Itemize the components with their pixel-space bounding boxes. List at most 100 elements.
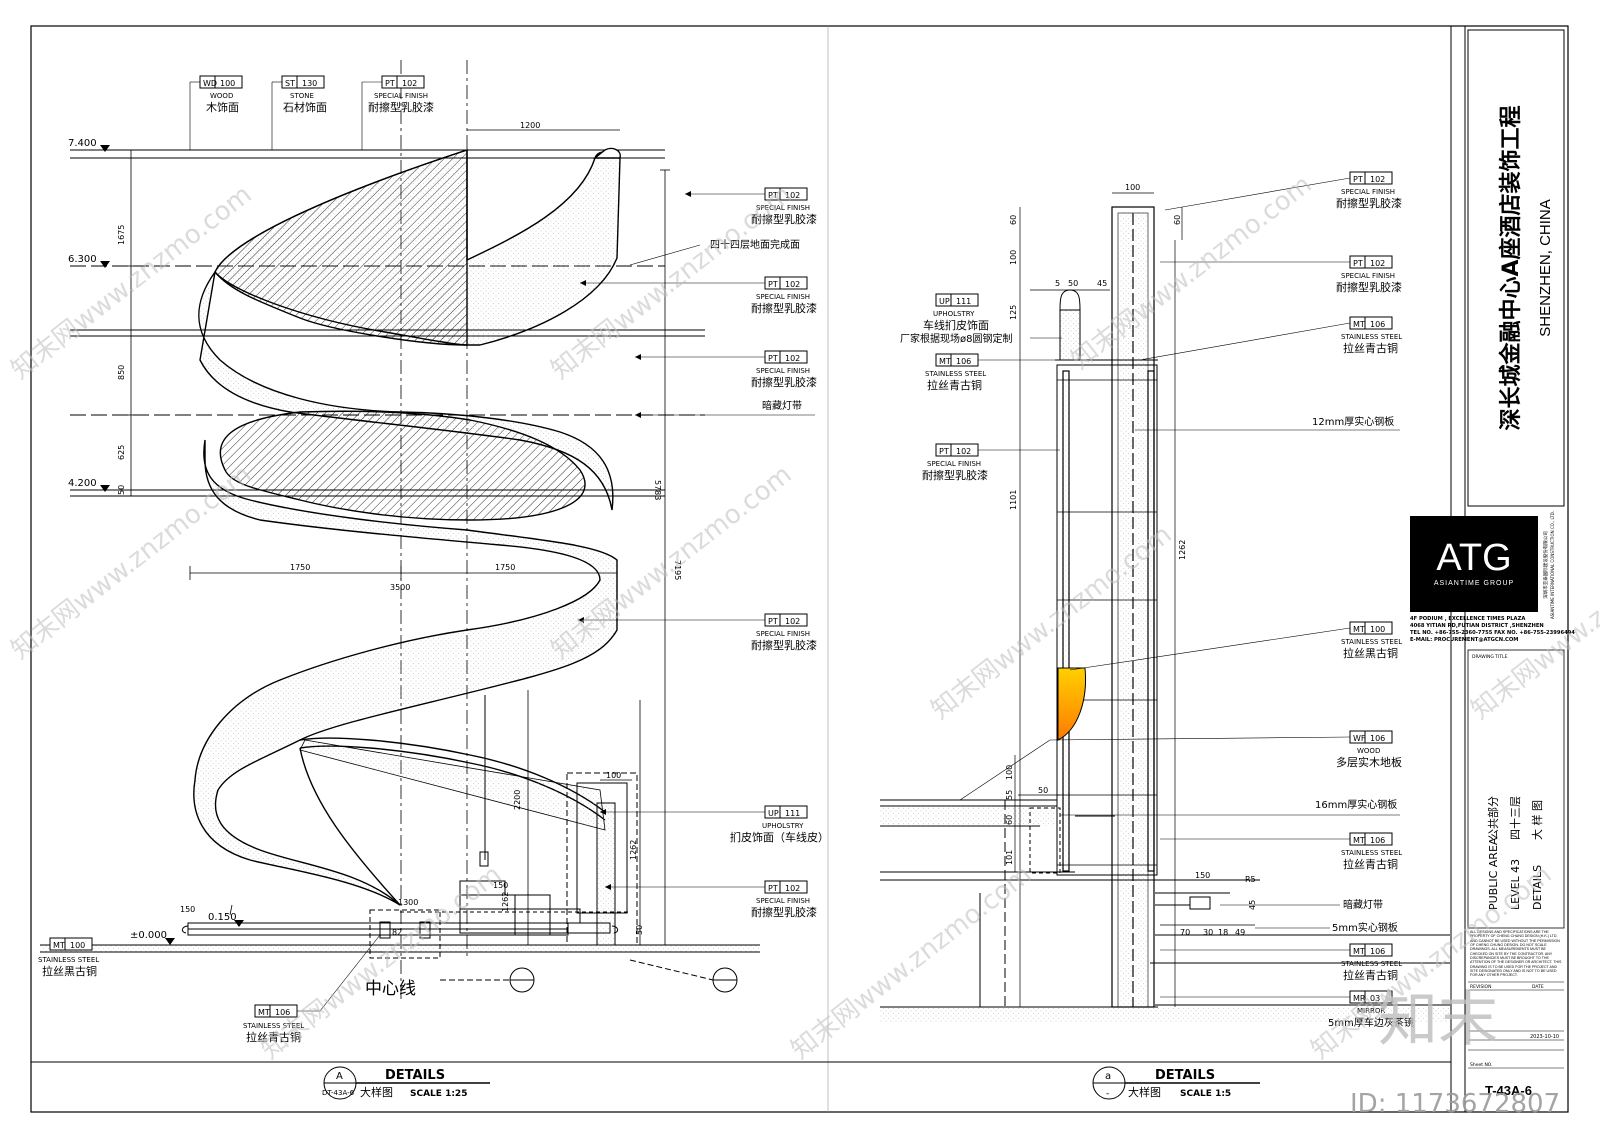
svg-text:7195: 7195 bbox=[673, 560, 682, 580]
svg-text:STAINLESS STEEL: STAINLESS STEEL bbox=[38, 956, 99, 964]
svg-text:150: 150 bbox=[180, 905, 195, 914]
svg-text:STAINLESS STEEL: STAINLESS STEEL bbox=[1341, 333, 1402, 341]
svg-text:PT: PT bbox=[385, 79, 395, 88]
rnote-16mm: 16mm厚实心钢板 bbox=[1060, 798, 1400, 816]
svg-text:PT: PT bbox=[768, 884, 778, 893]
svg-text:111: 111 bbox=[956, 297, 971, 306]
svg-text:DT-43A-6: DT-43A-6 bbox=[322, 1089, 355, 1097]
svg-text:5: 5 bbox=[1055, 279, 1060, 288]
ltag-pt102: PT 102 SPECIAL FINISH 耐擦型乳胶漆 bbox=[922, 443, 1060, 482]
svg-text:LEVEL 43: LEVEL 43 bbox=[1509, 859, 1522, 910]
centerline-label: 中心线 bbox=[365, 979, 416, 999]
svg-text:16mm厚实心钢板: 16mm厚实心钢板 bbox=[1315, 798, 1397, 811]
svg-text:4068 YITIAN RD,FUTIAN DISTRICT: 4068 YITIAN RD,FUTIAN DISTRICT ,SHENZHEN bbox=[1410, 623, 1544, 629]
svg-text:厂家根据现场ø8圆钢定制: 厂家根据现场ø8圆钢定制 bbox=[900, 332, 1012, 345]
svg-text:SPECIAL FINISH: SPECIAL FINISH bbox=[374, 92, 428, 100]
spiral-stair-elevation: 7.400 6.300 4.200 0.150 ±0.000 1200 1675… bbox=[38, 60, 829, 1100]
svg-text:多层实木地板: 多层实木地板 bbox=[1336, 755, 1402, 769]
svg-text:WD: WD bbox=[203, 79, 217, 88]
disclaimer-notes: ALL DESIGNS AND SPECIFICATIONS ARE THE P… bbox=[1470, 930, 1562, 978]
svg-text:DETAILS: DETAILS bbox=[385, 1068, 445, 1083]
tag-pt102-r3: PT 102 SPECIAL FINISH 耐擦型乳胶漆 bbox=[635, 350, 817, 389]
rnote-5mm: 5mm实心钢板 bbox=[1255, 921, 1398, 934]
svg-text:102: 102 bbox=[785, 617, 800, 626]
svg-text:MT: MT bbox=[1353, 836, 1365, 845]
note-44f-floor: 四十四层地面完成面 bbox=[629, 238, 800, 266]
svg-text:DATE: DATE bbox=[1532, 984, 1544, 990]
svg-text:MT: MT bbox=[258, 1008, 270, 1017]
atg-name: ASIANTIME GROUP bbox=[1434, 580, 1514, 587]
svg-text:STAINLESS STEEL: STAINLESS STEEL bbox=[243, 1022, 304, 1030]
svg-text:1262: 1262 bbox=[1178, 540, 1187, 560]
svg-text:R5: R5 bbox=[1245, 875, 1256, 884]
svg-text:130: 130 bbox=[302, 79, 317, 88]
handrail-profile bbox=[1057, 667, 1087, 741]
svg-text:PT: PT bbox=[1353, 259, 1363, 268]
svg-text:耐擦型乳胶漆: 耐擦型乳胶漆 bbox=[922, 468, 988, 482]
svg-text:03: 03 bbox=[1370, 994, 1380, 1003]
svg-text:拉丝青古铜: 拉丝青古铜 bbox=[927, 378, 982, 392]
svg-text:1675: 1675 bbox=[117, 225, 126, 245]
svg-text:STAINLESS STEEL: STAINLESS STEEL bbox=[1341, 638, 1402, 646]
sheet-frame bbox=[30, 25, 1569, 1113]
level-6300: 6.300 bbox=[68, 254, 97, 265]
svg-text:E-MAIL: PROCUREMENT@ATGCN.COM: E-MAIL: PROCUREMENT@ATGCN.COM bbox=[1410, 637, 1518, 643]
detail-title-left: A DT-43A-6 DETAILS 大样图 SCALE 1:25 bbox=[322, 1066, 490, 1100]
svg-text:SPECIAL FINISH: SPECIAL FINISH bbox=[756, 630, 810, 638]
svg-text:PT: PT bbox=[768, 617, 778, 626]
tag-pt102-top: PT 102 SPECIAL FINISH 耐擦型乳胶漆 bbox=[361, 75, 434, 150]
svg-text:101: 101 bbox=[1005, 850, 1014, 865]
svg-text:1262: 1262 bbox=[501, 892, 510, 912]
svg-text:MT: MT bbox=[1353, 947, 1365, 956]
svg-text:850: 850 bbox=[117, 365, 126, 380]
svg-text:102: 102 bbox=[785, 354, 800, 363]
svg-text:大样图: 大样图 bbox=[1128, 1085, 1161, 1099]
tag-wd100: WD 100 WOOD 木饰面 bbox=[189, 75, 243, 150]
rtag-mt106-1: MT 106 STAINLESS STEEL 拉丝青古铜 bbox=[1139, 316, 1402, 361]
svg-text:50: 50 bbox=[1038, 786, 1048, 795]
ltag-mt106: MT 106 STAINLESS STEEL 拉丝青古铜 bbox=[925, 353, 1060, 392]
drawing-title: PUBLIC AREA 公共部分 LEVEL 43 四十三层 DETAILS 大… bbox=[1486, 796, 1544, 910]
svg-text:MT: MT bbox=[1353, 320, 1365, 329]
svg-text:ST: ST bbox=[285, 79, 295, 88]
svg-text:MIRROR: MIRROR bbox=[1357, 1007, 1385, 1015]
svg-text:49: 49 bbox=[1235, 928, 1245, 937]
svg-text:耐擦型乳胶漆: 耐擦型乳胶漆 bbox=[368, 100, 434, 114]
atg-logo-block bbox=[1410, 516, 1538, 612]
svg-text:a: a bbox=[1105, 1071, 1111, 1082]
svg-text:耐擦型乳胶漆: 耐擦型乳胶漆 bbox=[751, 375, 817, 389]
svg-text:ASIANTIME INTERNATIONAL CONSTR: ASIANTIME INTERNATIONAL CONSTRUCTION CO.… bbox=[1550, 511, 1555, 619]
svg-text:1750: 1750 bbox=[290, 563, 310, 572]
svg-text:STONE: STONE bbox=[290, 92, 314, 100]
svg-text:18: 18 bbox=[1218, 928, 1228, 937]
svg-text:拉丝青古铜: 拉丝青古铜 bbox=[1343, 857, 1398, 871]
svg-text:UPHOLSTRY: UPHOLSTRY bbox=[933, 310, 975, 318]
svg-text:106: 106 bbox=[1370, 947, 1385, 956]
svg-text:四十三层: 四十三层 bbox=[1508, 796, 1522, 840]
svg-text:SPECIAL FINISH: SPECIAL FINISH bbox=[1341, 188, 1395, 196]
level-7400: 7.400 bbox=[68, 138, 97, 149]
project-title: 深长城金融中心A座酒店装饰工程 bbox=[1498, 105, 1524, 430]
svg-text:MT: MT bbox=[53, 941, 65, 950]
tag-up111: UP 111 UPHOLSTRY 扪皮饰面（车线皮） bbox=[600, 805, 829, 844]
svg-text:WF: WF bbox=[1353, 734, 1366, 743]
svg-text:100: 100 bbox=[1125, 183, 1140, 192]
svg-text:30: 30 bbox=[1203, 928, 1213, 937]
svg-text:102: 102 bbox=[785, 884, 800, 893]
svg-text:100: 100 bbox=[606, 771, 621, 780]
svg-text:STAINLESS STEEL: STAINLESS STEEL bbox=[1341, 849, 1402, 857]
level-0000: ±0.000 bbox=[130, 930, 167, 941]
ltag-up111: UP 111 UPHOLSTRY 车线扪皮饰面 厂家根据现场ø8圆钢定制 bbox=[900, 293, 1062, 345]
svg-text:拉丝青古铜: 拉丝青古铜 bbox=[1343, 968, 1398, 982]
rnote-hidden-light: 暗藏灯带 bbox=[1220, 898, 1383, 911]
svg-text:111: 111 bbox=[785, 809, 800, 818]
sub-floor bbox=[880, 1007, 1450, 1022]
svg-text:石材饰面: 石材饰面 bbox=[283, 100, 327, 114]
svg-text:102: 102 bbox=[1370, 259, 1385, 268]
rail-post bbox=[566, 772, 638, 946]
svg-text:DRAWING TITLE: DRAWING TITLE bbox=[1472, 654, 1508, 660]
svg-text:100: 100 bbox=[1370, 625, 1385, 634]
svg-text:PT: PT bbox=[1353, 175, 1363, 184]
svg-text:木饰面: 木饰面 bbox=[206, 100, 239, 114]
svg-text:STAINLESS STEEL: STAINLESS STEEL bbox=[1341, 960, 1402, 968]
